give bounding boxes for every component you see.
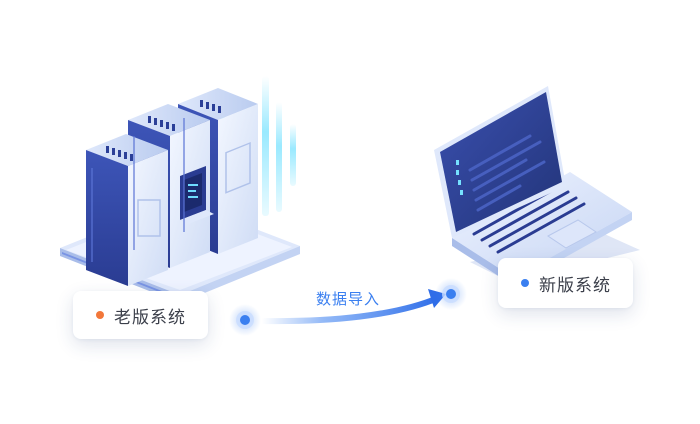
import-flow-label: 数据导入 xyxy=(316,290,381,308)
new-system-card: 新版系统 xyxy=(498,258,633,308)
laptop-icon xyxy=(434,86,640,286)
server-rack-icon xyxy=(60,76,300,303)
old-system-label: 老版系统 xyxy=(114,307,186,328)
old-system-card: 老版系统 xyxy=(73,291,208,339)
new-system-status-dot xyxy=(521,279,529,287)
import-arrow-icon xyxy=(229,278,467,336)
new-system-label: 新版系统 xyxy=(539,275,611,296)
old-system-status-dot xyxy=(96,311,104,319)
